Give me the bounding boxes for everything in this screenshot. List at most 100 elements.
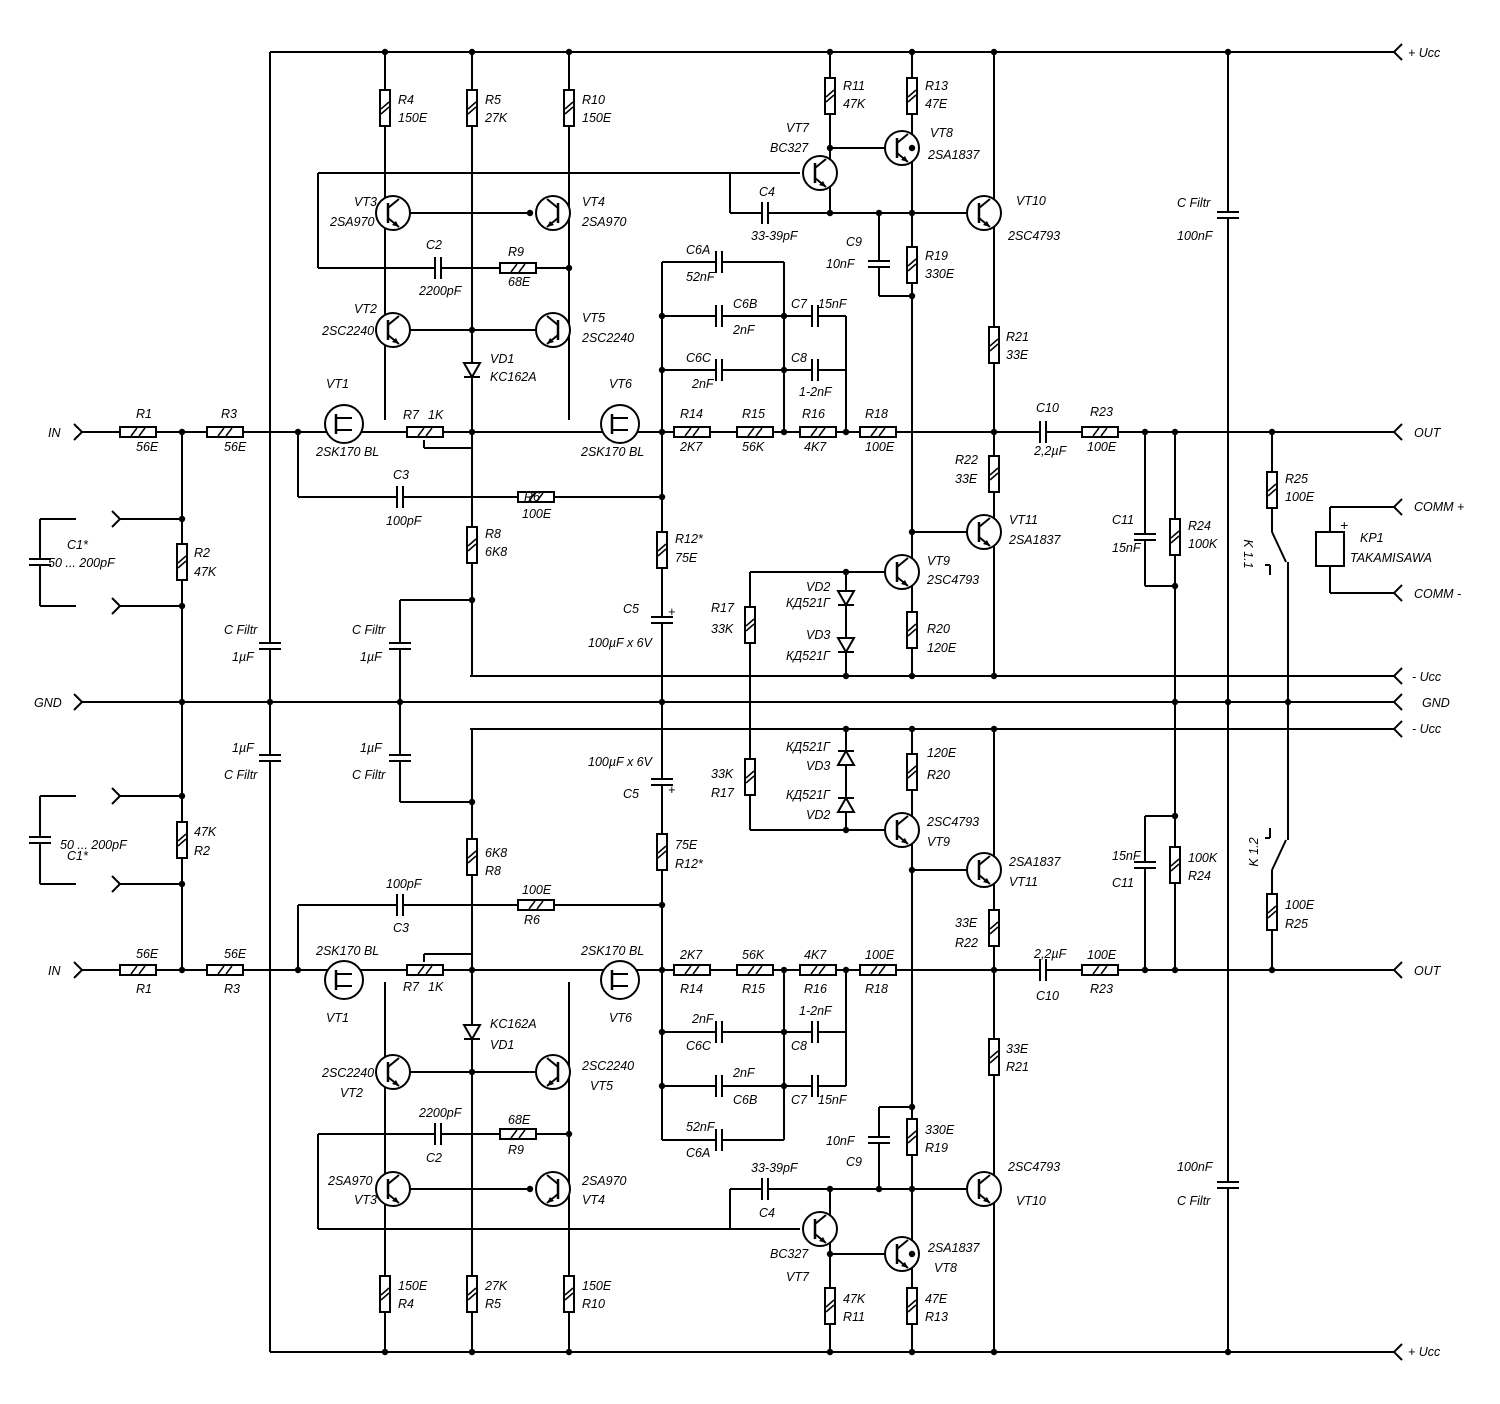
component-label: VT9 [927,554,950,568]
component-label: 2nF [732,323,756,337]
component-label: 2200pF [418,1106,463,1120]
component-label: 33K [711,622,734,636]
component-label: C6A [686,243,710,257]
port-labels: + Ucc + Ucc - Ucc - Ucc GND GND IN IN OU… [34,46,1464,1359]
component-label: 47K [843,1292,866,1306]
component-label: 2SA1837 [927,148,980,162]
component-label: 15nF [818,1093,848,1107]
wiring [39,51,1394,1353]
component-label: C6B [733,1093,757,1107]
gnd-label-left: GND [34,696,62,710]
component-label: 150E [582,111,612,125]
component-label: R1 [136,407,152,421]
ucc-neg-label-bottom: - Ucc [1412,722,1442,736]
junction-dot [381,1348,389,1356]
junction-dot [826,209,834,217]
junction-dot [908,292,916,300]
component-label: R4 [398,93,414,107]
component-label: R10 [582,1297,605,1311]
component-label: 2SA1837 [1008,533,1061,547]
component-label: C6C [686,1039,712,1053]
junction-dot [468,428,476,436]
component-label: VD1 [490,352,514,366]
component-label: R17 [711,786,735,800]
junction-dot [780,366,788,374]
component-label: R2 [194,546,210,560]
component-label: VT3 [354,195,377,209]
component-label: 33E [955,916,978,930]
component-label: R13 [925,1310,948,1324]
component-label: R24 [1188,519,1211,533]
component-label: 68E [508,1113,531,1127]
out-label-bottom: OUT [1414,964,1442,978]
junction-dot [658,901,666,909]
component-label: 56E [136,440,159,454]
in-label-top: IN [48,426,61,440]
junction-dot [990,966,998,974]
component-label: R3 [224,982,240,996]
component-label: C9 [846,235,862,249]
junction-dot [908,1250,916,1258]
junction-dot [780,966,788,974]
component-label: C8 [791,351,807,365]
junction-dots [178,48,1292,1356]
component-label: 100nF [1177,229,1214,243]
junction-dot [1141,428,1149,436]
ucc-pos-label-top: + Ucc [1408,46,1441,60]
component-label: R7 [403,980,420,994]
component-label: C2 [426,1151,442,1165]
component-label: 68E [508,275,531,289]
component-label: 2SC4793 [926,573,979,587]
component-label: 100nF [1177,1160,1214,1174]
component-label: R10 [582,93,605,107]
component-label: C11 [1112,876,1134,890]
component-label: 47K [194,825,217,839]
component-label: R14 [680,982,703,996]
component-label: КД521Г [786,649,831,663]
junction-dot [826,1250,834,1258]
component-label: C3 [393,468,409,482]
comm-neg-label: COMM - [1414,587,1461,601]
component-label: 2,2µF [1033,444,1068,458]
component-label: C Filtr [1177,196,1211,210]
svg-text:+: + [1340,517,1348,533]
component-label: C10 [1036,401,1059,415]
component-label: R21 [1006,1060,1029,1074]
component-label: C2 [426,238,442,252]
component-label: 2SA970 [581,1174,627,1188]
component-label: 50 ... 200pF [60,838,128,852]
component-label: C5 [623,787,639,801]
component-label: 50 ... 200pF [48,556,116,570]
junction-dot [468,326,476,334]
component-label: C6C [686,351,712,365]
junction-dot [842,672,850,680]
component-label: C10 [1036,989,1059,1003]
component-label: C9 [846,1155,862,1169]
component-label: 2SC2240 [321,1066,374,1080]
component-label: VD2 [806,808,830,822]
junction-dot [266,698,274,706]
component-label: C4 [759,1206,775,1220]
component-label: 100K [1188,851,1218,865]
component-label: VD2 [806,580,830,594]
component-label: 2K7 [679,440,703,454]
junction-dot [780,428,788,436]
component-label: 150E [398,1279,428,1293]
junction-dot [381,48,389,56]
junction-dot [468,48,476,56]
junction-dot [1171,428,1179,436]
component-label: 100E [1087,948,1117,962]
component-label: R17 [711,601,735,615]
component-label: 2nF [691,1012,715,1026]
component-label: VD3 [806,759,830,773]
component-label: 56K [742,948,765,962]
component-label: C1* [67,849,89,863]
component-label: 2SA970 [329,215,375,229]
junction-dot [842,826,850,834]
junction-dot [658,1028,666,1036]
in-label-bottom: IN [48,964,61,978]
junction-dot [658,1082,666,1090]
component-label: KC162A [490,1017,537,1031]
component-label: C5 [623,602,639,616]
